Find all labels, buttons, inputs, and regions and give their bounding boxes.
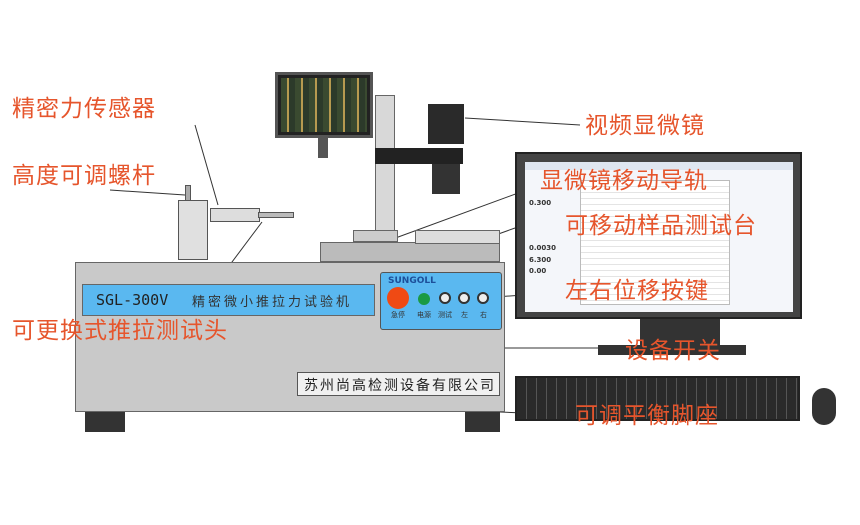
microscope-rail bbox=[375, 148, 463, 164]
readout-speed: 6.300 bbox=[529, 256, 552, 264]
monitor-base bbox=[598, 345, 746, 355]
microscope-lens bbox=[432, 164, 460, 194]
machine-name: 精密微小推拉力试验机 bbox=[192, 295, 353, 310]
sensor-mount bbox=[178, 200, 208, 260]
readout-peak: 0.00 bbox=[529, 267, 547, 275]
right-label: 右 bbox=[480, 311, 487, 319]
foot-left bbox=[85, 412, 125, 432]
label-force-sensor: 精密力传感器 bbox=[12, 96, 156, 122]
test-button[interactable] bbox=[439, 292, 451, 304]
label-height-screw: 高度可调螺杆 bbox=[12, 163, 156, 189]
company-name: 苏州尚高检测设备有限公司 bbox=[304, 378, 496, 394]
readout-force: 0.300 bbox=[529, 199, 552, 207]
column-base bbox=[353, 230, 398, 242]
left-label: 左 bbox=[461, 311, 468, 319]
microscope bbox=[428, 104, 464, 144]
label-test-head: 可更换式推拉测试头 bbox=[12, 318, 228, 344]
right-button[interactable] bbox=[477, 292, 489, 304]
software-menubar bbox=[525, 162, 793, 170]
brand-logo: SUNGOLL bbox=[388, 276, 436, 286]
top-deck bbox=[320, 242, 500, 262]
emergency-stop-button[interactable] bbox=[387, 287, 409, 309]
label-microscope-rail: 显微镜移动导轨 bbox=[540, 168, 708, 194]
model-label: SGL-300V bbox=[96, 291, 169, 309]
power-label: 电源 bbox=[417, 311, 431, 319]
label-microscope: 视频显微镜 bbox=[585, 113, 705, 139]
test-label: 测试 bbox=[438, 311, 452, 319]
software-table bbox=[580, 180, 730, 305]
model-strip bbox=[82, 284, 375, 316]
left-button[interactable] bbox=[458, 292, 470, 304]
foot-right bbox=[465, 412, 500, 432]
mouse bbox=[812, 388, 836, 425]
force-sensor bbox=[210, 208, 260, 222]
label-power-switch: 设备开关 bbox=[625, 338, 721, 364]
camera-monitor-image bbox=[281, 78, 367, 132]
microscope-column bbox=[375, 95, 395, 243]
readout-displacement: 0.0030 bbox=[529, 244, 557, 252]
keyboard bbox=[515, 376, 800, 421]
emergency-stop-label: 急停 bbox=[391, 311, 405, 319]
label-leveling-feet: 可调平衡脚座 bbox=[575, 403, 719, 429]
monitor-stand bbox=[640, 319, 720, 345]
power-button[interactable] bbox=[418, 293, 430, 305]
company-plate bbox=[297, 372, 500, 396]
monitor-arm bbox=[318, 138, 328, 158]
sample-stage bbox=[415, 230, 500, 244]
label-sample-stage: 可移动样品测试台 bbox=[565, 213, 757, 239]
test-head bbox=[258, 212, 294, 218]
label-lr-keys: 左右位移按键 bbox=[565, 278, 709, 304]
